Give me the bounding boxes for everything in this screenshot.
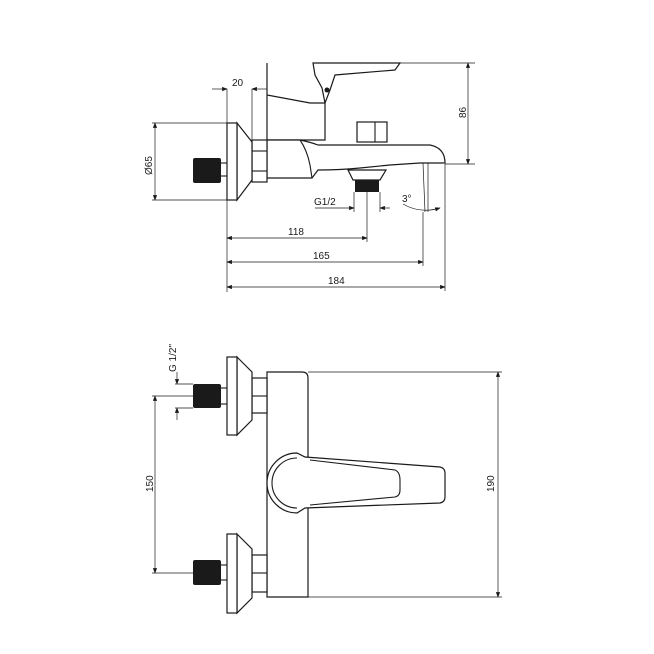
wall-flange-upper — [226, 356, 238, 436]
dim-outlet-distance: 118 — [288, 227, 304, 238]
dim-total-length: 184 — [328, 276, 345, 287]
dim-spout-angle: 3° — [402, 194, 412, 205]
dim-height: 86 — [458, 106, 469, 118]
dim-outlet-thread: G1/2 — [314, 197, 336, 208]
outlet-thread — [355, 180, 379, 192]
wall-flange-cone — [236, 121, 253, 202]
inlet-thread-upper — [193, 384, 221, 408]
diverter-knob — [356, 121, 388, 143]
inlet-connector-thread — [193, 158, 221, 183]
spout-joint — [299, 139, 313, 179]
top-view: G 1/2" 150 190 — [145, 344, 502, 615]
wall-flange — [226, 122, 238, 201]
spout — [266, 139, 446, 179]
lever-handle-top — [266, 452, 446, 514]
dim-body-length: 190 — [486, 475, 497, 492]
outlet-nozzle — [347, 169, 388, 181]
lever-handle — [312, 62, 402, 106]
dim-spout-reach: 165 — [313, 251, 330, 262]
dim-inlet-thread: G 1/2" — [168, 344, 179, 372]
dim-flange-diameter: Ø65 — [144, 156, 155, 175]
wall-flange-lower — [226, 533, 238, 614]
dim-flange-depth: 20 — [232, 78, 244, 89]
inlet-thread-lower — [193, 560, 221, 585]
hex-nut — [251, 139, 268, 183]
side-view: 20 86 Ø65 G1/2 3° 118 165 184 — [144, 62, 475, 292]
cartridge-screw — [324, 87, 330, 93]
dim-inlet-spacing: 150 — [145, 475, 156, 492]
